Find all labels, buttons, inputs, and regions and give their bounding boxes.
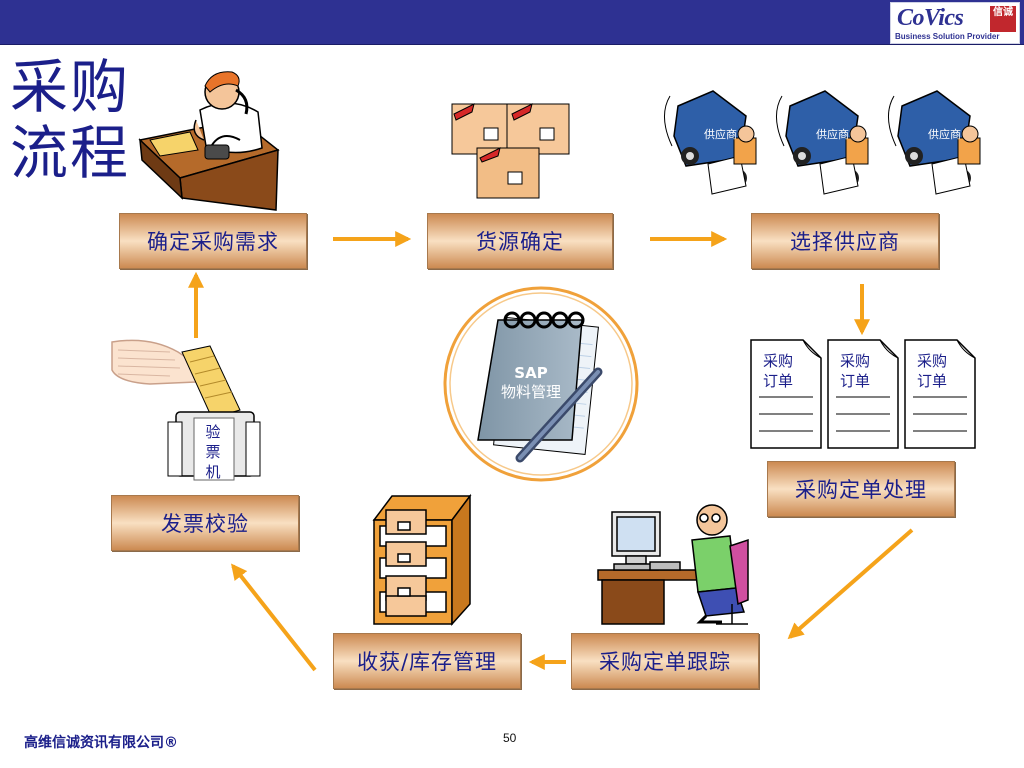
company-logo: CoVics 信诚 Business Solution Provider — [890, 2, 1020, 44]
footer-company: 高维信诚资讯有限公司® — [24, 735, 178, 751]
logo-stamp: 信诚 — [990, 6, 1016, 32]
machine-label-char2: 票 — [205, 443, 220, 461]
operator-at-computer-illustration — [597, 504, 749, 625]
header-bar: CoVics 信诚 Business Solution Provider — [0, 0, 1024, 45]
step-po-processing[interactable]: 采购定单处理 — [767, 461, 955, 517]
buyer-on-phone-illustration — [138, 71, 280, 211]
step-select-supplier[interactable]: 选择供应商 — [751, 213, 939, 269]
logo-tagline: Business Solution Provider — [895, 32, 1000, 41]
purchase-order-documents: 采购 订单 采购 订单 采购 订单 — [750, 339, 976, 449]
po-doc-label-line1: 采购 — [763, 352, 793, 370]
purchase-order-doc: 采购 订单 — [750, 339, 822, 449]
page-title: 采购流程 — [10, 53, 131, 187]
machine-label-char3: 机 — [205, 463, 220, 481]
supplier-label: 供应商 — [704, 127, 737, 141]
sap-label: SAP — [514, 364, 547, 382]
flow-arrows — [188, 231, 914, 672]
po-doc-label-line2: 订单 — [840, 372, 870, 390]
invoice-machine-illustration: 验 票 机 — [111, 339, 261, 481]
page-number: 50 — [503, 731, 517, 745]
storage-shelf-illustration — [372, 493, 472, 626]
supplier-label: 供应商 — [928, 127, 961, 141]
supplier-truck: 供应商 — [888, 90, 981, 195]
supplier-truck: 供应商 — [664, 90, 757, 195]
step-invoice-verification[interactable]: 发票校验 — [111, 495, 299, 551]
goods-boxes-illustration — [451, 103, 570, 199]
step-receipt-inventory[interactable]: 收获/库存管理 — [333, 633, 521, 689]
materials-management-label: 物料管理 — [501, 383, 561, 401]
step-po-tracking[interactable]: 采购定单跟踪 — [571, 633, 759, 689]
supplier-truck: 供应商 — [776, 90, 869, 195]
po-doc-label-line1: 采购 — [917, 352, 947, 370]
purchase-order-doc: 采购 订单 — [904, 339, 976, 449]
supplier-trucks: 供应商 供应商 供应商 — [664, 90, 981, 195]
po-doc-label-line2: 订单 — [917, 372, 947, 390]
po-doc-label-line2: 订单 — [763, 372, 793, 390]
step-source-determination[interactable]: 货源确定 — [427, 213, 613, 269]
arrow-receipt-to-invoice — [231, 563, 317, 672]
step-determine-demand[interactable]: 确定采购需求 — [119, 213, 307, 269]
machine-label-char1: 验 — [205, 423, 220, 441]
po-doc-label-line1: 采购 — [840, 352, 870, 370]
logo-name: CoVics — [897, 5, 964, 31]
purchase-order-doc: 采购 订单 — [827, 339, 899, 449]
supplier-label: 供应商 — [816, 127, 849, 141]
sap-notepad-illustration: SAP 物料管理 — [443, 286, 639, 482]
arrow-po-to-tracking — [787, 528, 914, 640]
